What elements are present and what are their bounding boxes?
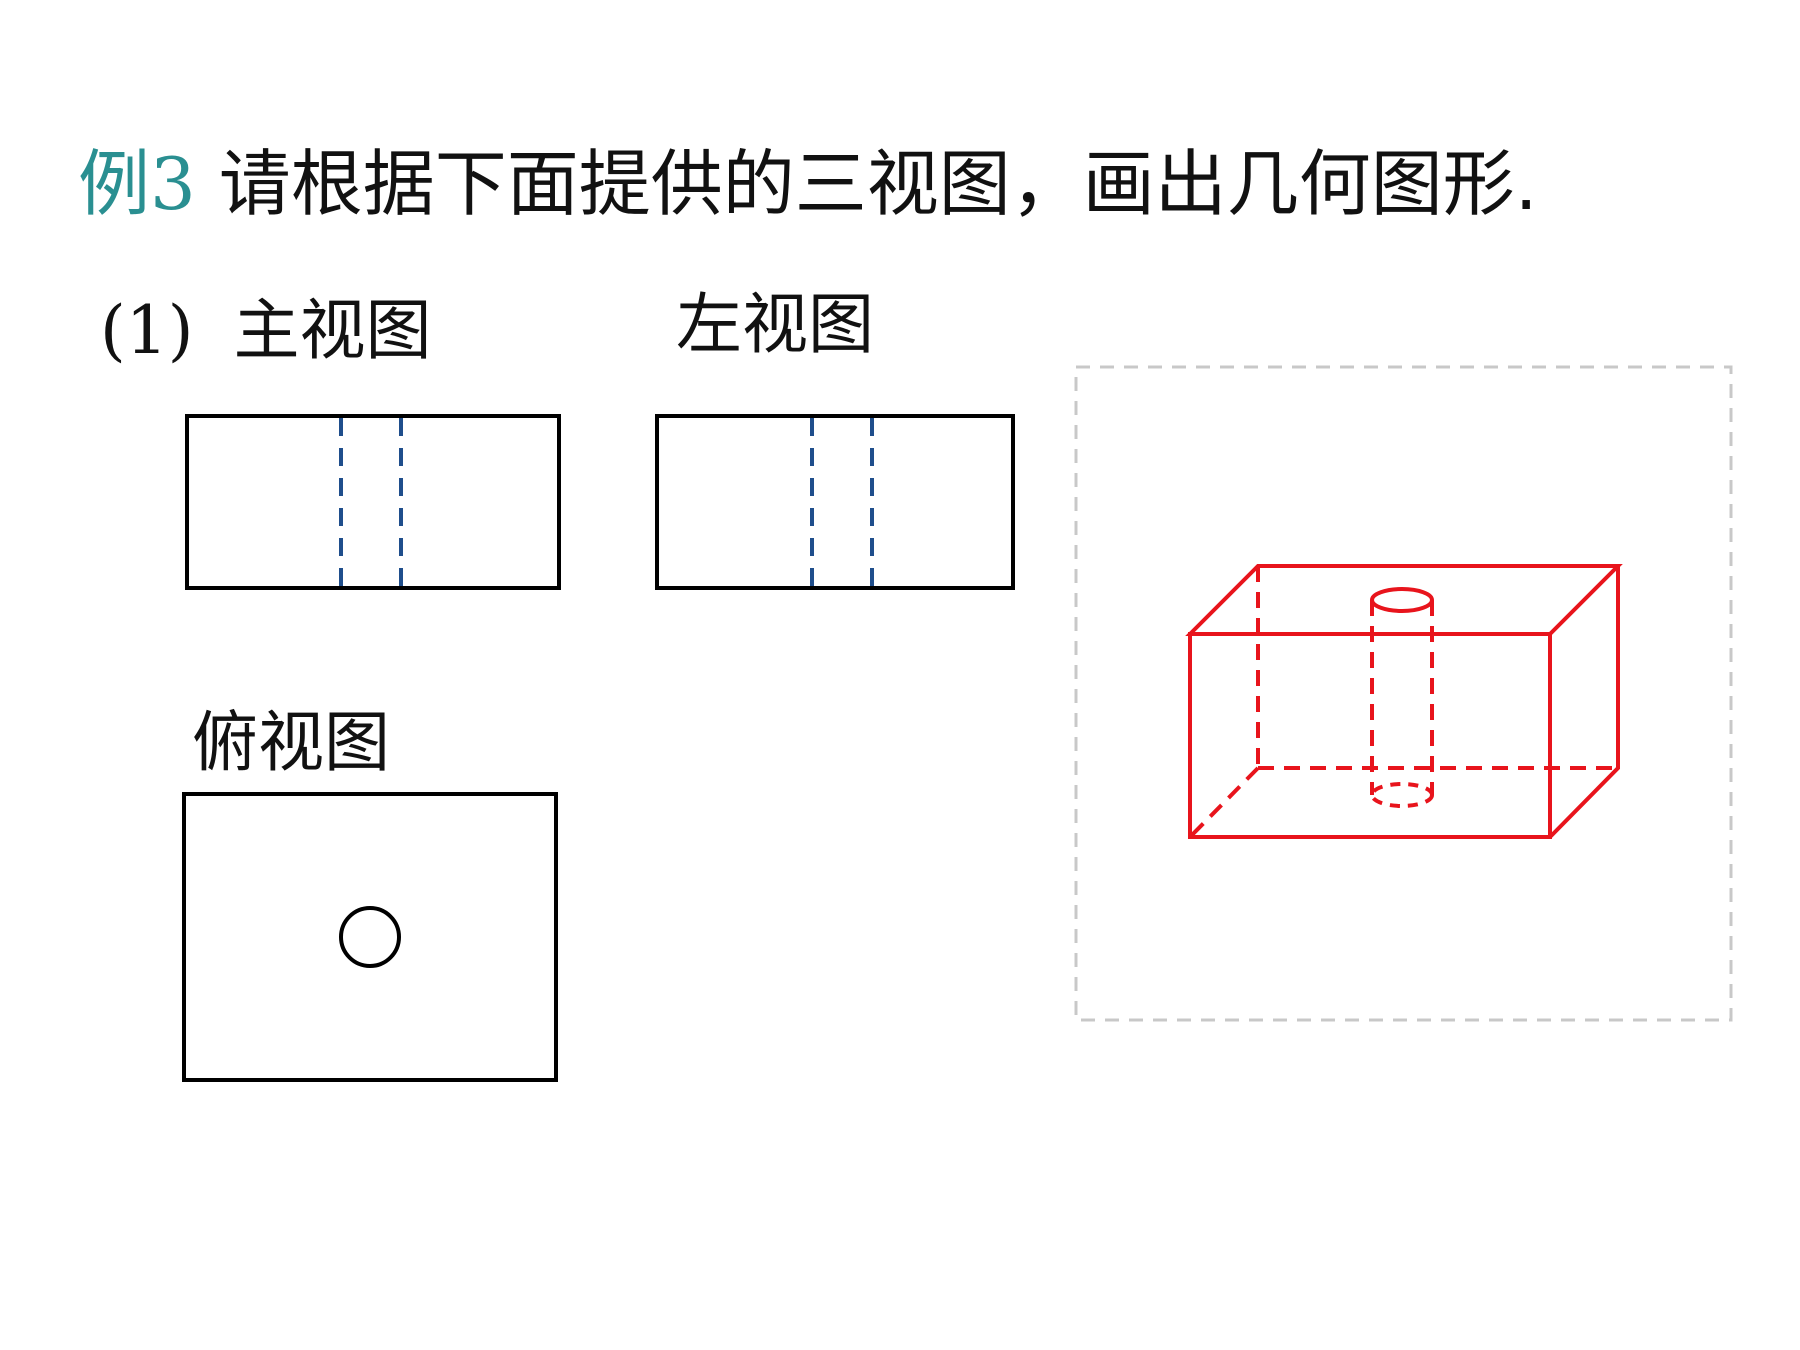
cylinder-top-ellipse bbox=[1370, 587, 1434, 613]
box-right-edges bbox=[1548, 566, 1620, 839]
question-text: 请根据下面提供的三视图，画出几何图形. bbox=[195, 142, 1538, 226]
box-hidden-edge-diagonal bbox=[1188, 766, 1260, 839]
left-view-outline bbox=[655, 414, 1015, 590]
top-view-outline bbox=[182, 792, 558, 1082]
front-view-label: 主视图 bbox=[233, 292, 432, 369]
question-number: (1) bbox=[100, 292, 194, 369]
solid-figure bbox=[1185, 564, 1623, 839]
box-top-face bbox=[1185, 564, 1623, 636]
example-number: 例3 bbox=[78, 142, 196, 226]
front-view-outline bbox=[185, 414, 561, 590]
left-view-label: 左视图 bbox=[676, 286, 874, 363]
top-view bbox=[182, 792, 558, 1082]
left-view bbox=[655, 414, 1015, 590]
front-view bbox=[185, 414, 561, 590]
top-view-hole-circle bbox=[339, 906, 401, 968]
cylinder-bottom-ellipse bbox=[1370, 782, 1434, 808]
question-subtitle: (1)主视图 bbox=[100, 298, 432, 364]
answer-frame bbox=[1074, 365, 1733, 1022]
top-view-label: 俯视图 bbox=[192, 704, 390, 781]
page-title: 例3 请根据下面提供的三视图，画出几何图形. bbox=[78, 148, 1538, 220]
